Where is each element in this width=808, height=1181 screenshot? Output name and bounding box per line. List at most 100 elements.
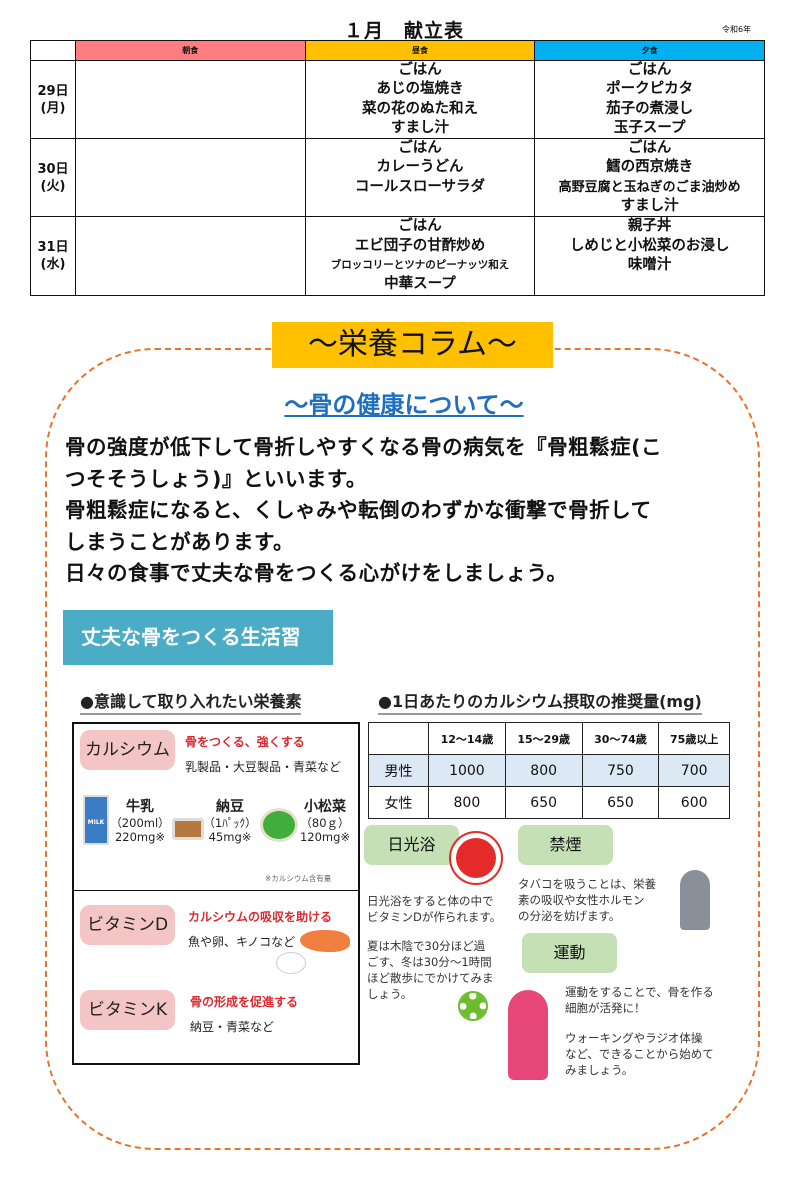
date-cell: 29日(月) — [30, 59, 76, 140]
text-line: ごす、冬は30分～1時間 — [367, 955, 492, 969]
dish: 玉子スープ — [613, 119, 686, 136]
dish: カレーうどん — [376, 159, 464, 176]
value: 650 — [581, 786, 660, 819]
text-line: 素の吸収や女性ホルモン — [518, 893, 645, 907]
date: 31日 — [37, 239, 69, 255]
text-line: みましょう。 — [565, 1063, 634, 1077]
value: 800 — [428, 786, 506, 819]
food-value: 45mg※ — [208, 830, 252, 844]
vitk-sources: 納豆・青菜など — [190, 1020, 275, 1034]
para-line: しまうことがあります。 — [65, 529, 294, 554]
vitd-label: ビタミンD — [80, 905, 175, 945]
sun-text2: 夏は木陰で30分ほど過ごす、冬は30分～1時間ほど散歩にでかけてみましょう。 — [367, 938, 494, 1002]
breakfast-cell — [74, 216, 306, 296]
komatsuna-icon — [260, 808, 298, 842]
man-refusing-cigarette-icon — [680, 870, 710, 930]
intake-heading: ●1日あたりのカルシウム摂取の推奨量(mg) — [378, 688, 702, 715]
date: 30日 — [37, 161, 69, 177]
dish: エビ団子の甘酢炒め — [354, 237, 486, 254]
exercise-text2: ウォーキングやラジオ体操など、できることから始めてみましょう。 — [565, 1030, 714, 1078]
value: 650 — [504, 786, 583, 819]
nutrients-box — [72, 722, 360, 1065]
para-line: 骨粗鬆症になると、くしゃみや転倒のわずかな衝撃で骨折して — [65, 498, 652, 522]
dinner-cell: ごはん鱈の西京焼き高野豆腐と玉ねぎのごま油炒めすまし汁 — [534, 138, 765, 218]
menu-row: 31日(水) ごはんエビ団子の甘酢炒めブロッコリーとツナのピーナッツ和え中華スー… — [30, 216, 765, 296]
age-header: 75歳以上 — [658, 722, 730, 755]
vitk-role: 骨の形成を促進する — [190, 995, 299, 1009]
exercise-text1: 運動をすることで、骨を作る細胞が活発に！ — [565, 984, 714, 1016]
date-cell: 31日(水) — [30, 216, 76, 296]
vitd-sources: 魚や卵、キノコなど — [188, 935, 296, 949]
sun-text1: 日光浴をすると体の中でビタミンDが作られます。 — [367, 893, 501, 925]
dish: ごはん — [627, 62, 672, 78]
text-line: タバコを吸うことは、栄養 — [518, 877, 656, 891]
lunch-cell: ごはんカレーうどんコールスローサラダ — [304, 138, 536, 218]
calcium-sources: 乳製品・大豆製品・青菜など — [185, 760, 342, 774]
col-breakfast: 朝食 — [74, 40, 306, 61]
text-line: 細胞が活発に！ — [565, 1001, 646, 1015]
nutrients-heading: ●意識して取り入れたい栄養素 — [80, 688, 302, 715]
dish: ごはん — [398, 140, 442, 157]
lunch-cell: ごはんあじの塩焼き菜の花のぬた和えすまし汁 — [304, 59, 536, 140]
page-title: １月 献立表 — [343, 20, 464, 42]
dish: すまし汁 — [390, 119, 449, 136]
dish: コールスローサラダ — [354, 178, 486, 195]
exercise-label: 運動 — [522, 933, 617, 973]
age-header: 15～29歳 — [504, 722, 583, 755]
food-name: 牛乳 — [126, 799, 154, 815]
menu-header-row: 朝食 昼食 夕食 — [30, 40, 765, 61]
menu-row: 29日(月) ごはんあじの塩焼き菜の花のぬた和えすまし汁 ごはんポークピカタ茄子… — [30, 59, 765, 140]
food-amount: （1ﾊﾟｯｸ） — [203, 816, 257, 830]
flower-icon — [458, 991, 488, 1021]
dish: ごはん — [398, 218, 442, 235]
food-komatsuna: 小松菜（80ｇ）120mg※ — [292, 798, 358, 844]
row-label: 女性 — [368, 786, 429, 819]
row-label: 男性 — [368, 754, 429, 787]
weekday: (月) — [40, 100, 66, 116]
corner-cell — [30, 40, 76, 61]
value: 800 — [504, 754, 583, 787]
vitk-label: ビタミンK — [80, 990, 175, 1030]
food-natto: 納豆（1ﾊﾟｯｸ）45mg※ — [200, 798, 260, 844]
column-subtitle: ～骨の健康について～ — [284, 391, 524, 419]
dinner-cell: ごはんポークピカタ茄子の煮浸し玉子スープ — [534, 59, 765, 140]
date: 29日 — [37, 83, 69, 99]
salmon-icon — [300, 930, 350, 952]
menu-row: 30日(火) ごはんカレーうどんコールスローサラダ ごはん鱈の西京焼き高野豆腐と… — [30, 138, 765, 218]
exercising-woman-icon — [508, 990, 548, 1080]
age-header: 30～74歳 — [581, 722, 660, 755]
sun-label: 日光浴 — [364, 825, 459, 865]
text-line: しょう。 — [367, 987, 413, 1001]
col-dinner: 夕食 — [534, 40, 765, 61]
text-line: ウォーキングやラジオ体操 — [565, 1031, 703, 1045]
value: 1000 — [428, 754, 506, 787]
smoke-label: 禁煙 — [518, 825, 613, 865]
para-line: 骨の強度が低下して骨折しやすくなる骨の病気を『骨粗鬆症(こ — [65, 435, 663, 459]
dish: ごはん — [627, 140, 672, 157]
text-line: 運動をすることで、骨を作る — [565, 985, 714, 999]
dish: 高野豆腐と玉ねぎのごま油炒め — [558, 179, 741, 195]
text-line: など、できることから始めて — [565, 1047, 714, 1061]
dish: 鱈の西京焼き — [606, 159, 694, 176]
dish: 菜の花のぬた和え — [361, 100, 478, 117]
dinner-cell: 親子丼しめじと小松菜のお浸し味噌汁 — [534, 216, 765, 296]
egg-icon — [276, 952, 306, 974]
col-lunch: 昼食 — [304, 40, 536, 61]
lifestyle-banner: 丈夫な骨をつくる生活習 — [63, 610, 333, 665]
food-milk: 牛乳（200ml）220mg※ — [110, 798, 170, 844]
calcium-label: カルシウム — [80, 730, 175, 770]
lunch-cell: ごはんエビ団子の甘酢炒めブロッコリーとツナのピーナッツ和え中華スープ — [304, 216, 536, 296]
dish: すまし汁 — [620, 198, 679, 215]
vitd-role: カルシウムの吸収を助ける — [188, 910, 333, 924]
text-line: ほど散歩にでかけてみま — [367, 971, 494, 985]
dish: あじの塩焼き — [376, 81, 464, 98]
weekday: (火) — [40, 178, 66, 194]
value: 700 — [658, 754, 730, 787]
value: 600 — [658, 786, 730, 819]
food-amount: （200ml） — [110, 816, 170, 830]
column-paragraph: 骨の強度が低下して骨折しやすくなる骨の病気を『骨粗鬆症(こ つそそうしょう)』と… — [65, 432, 755, 590]
menu-table: 朝食 昼食 夕食 29日(月) ごはんあじの塩焼き菜の花のぬた和えすまし汁 ごは… — [30, 40, 765, 296]
